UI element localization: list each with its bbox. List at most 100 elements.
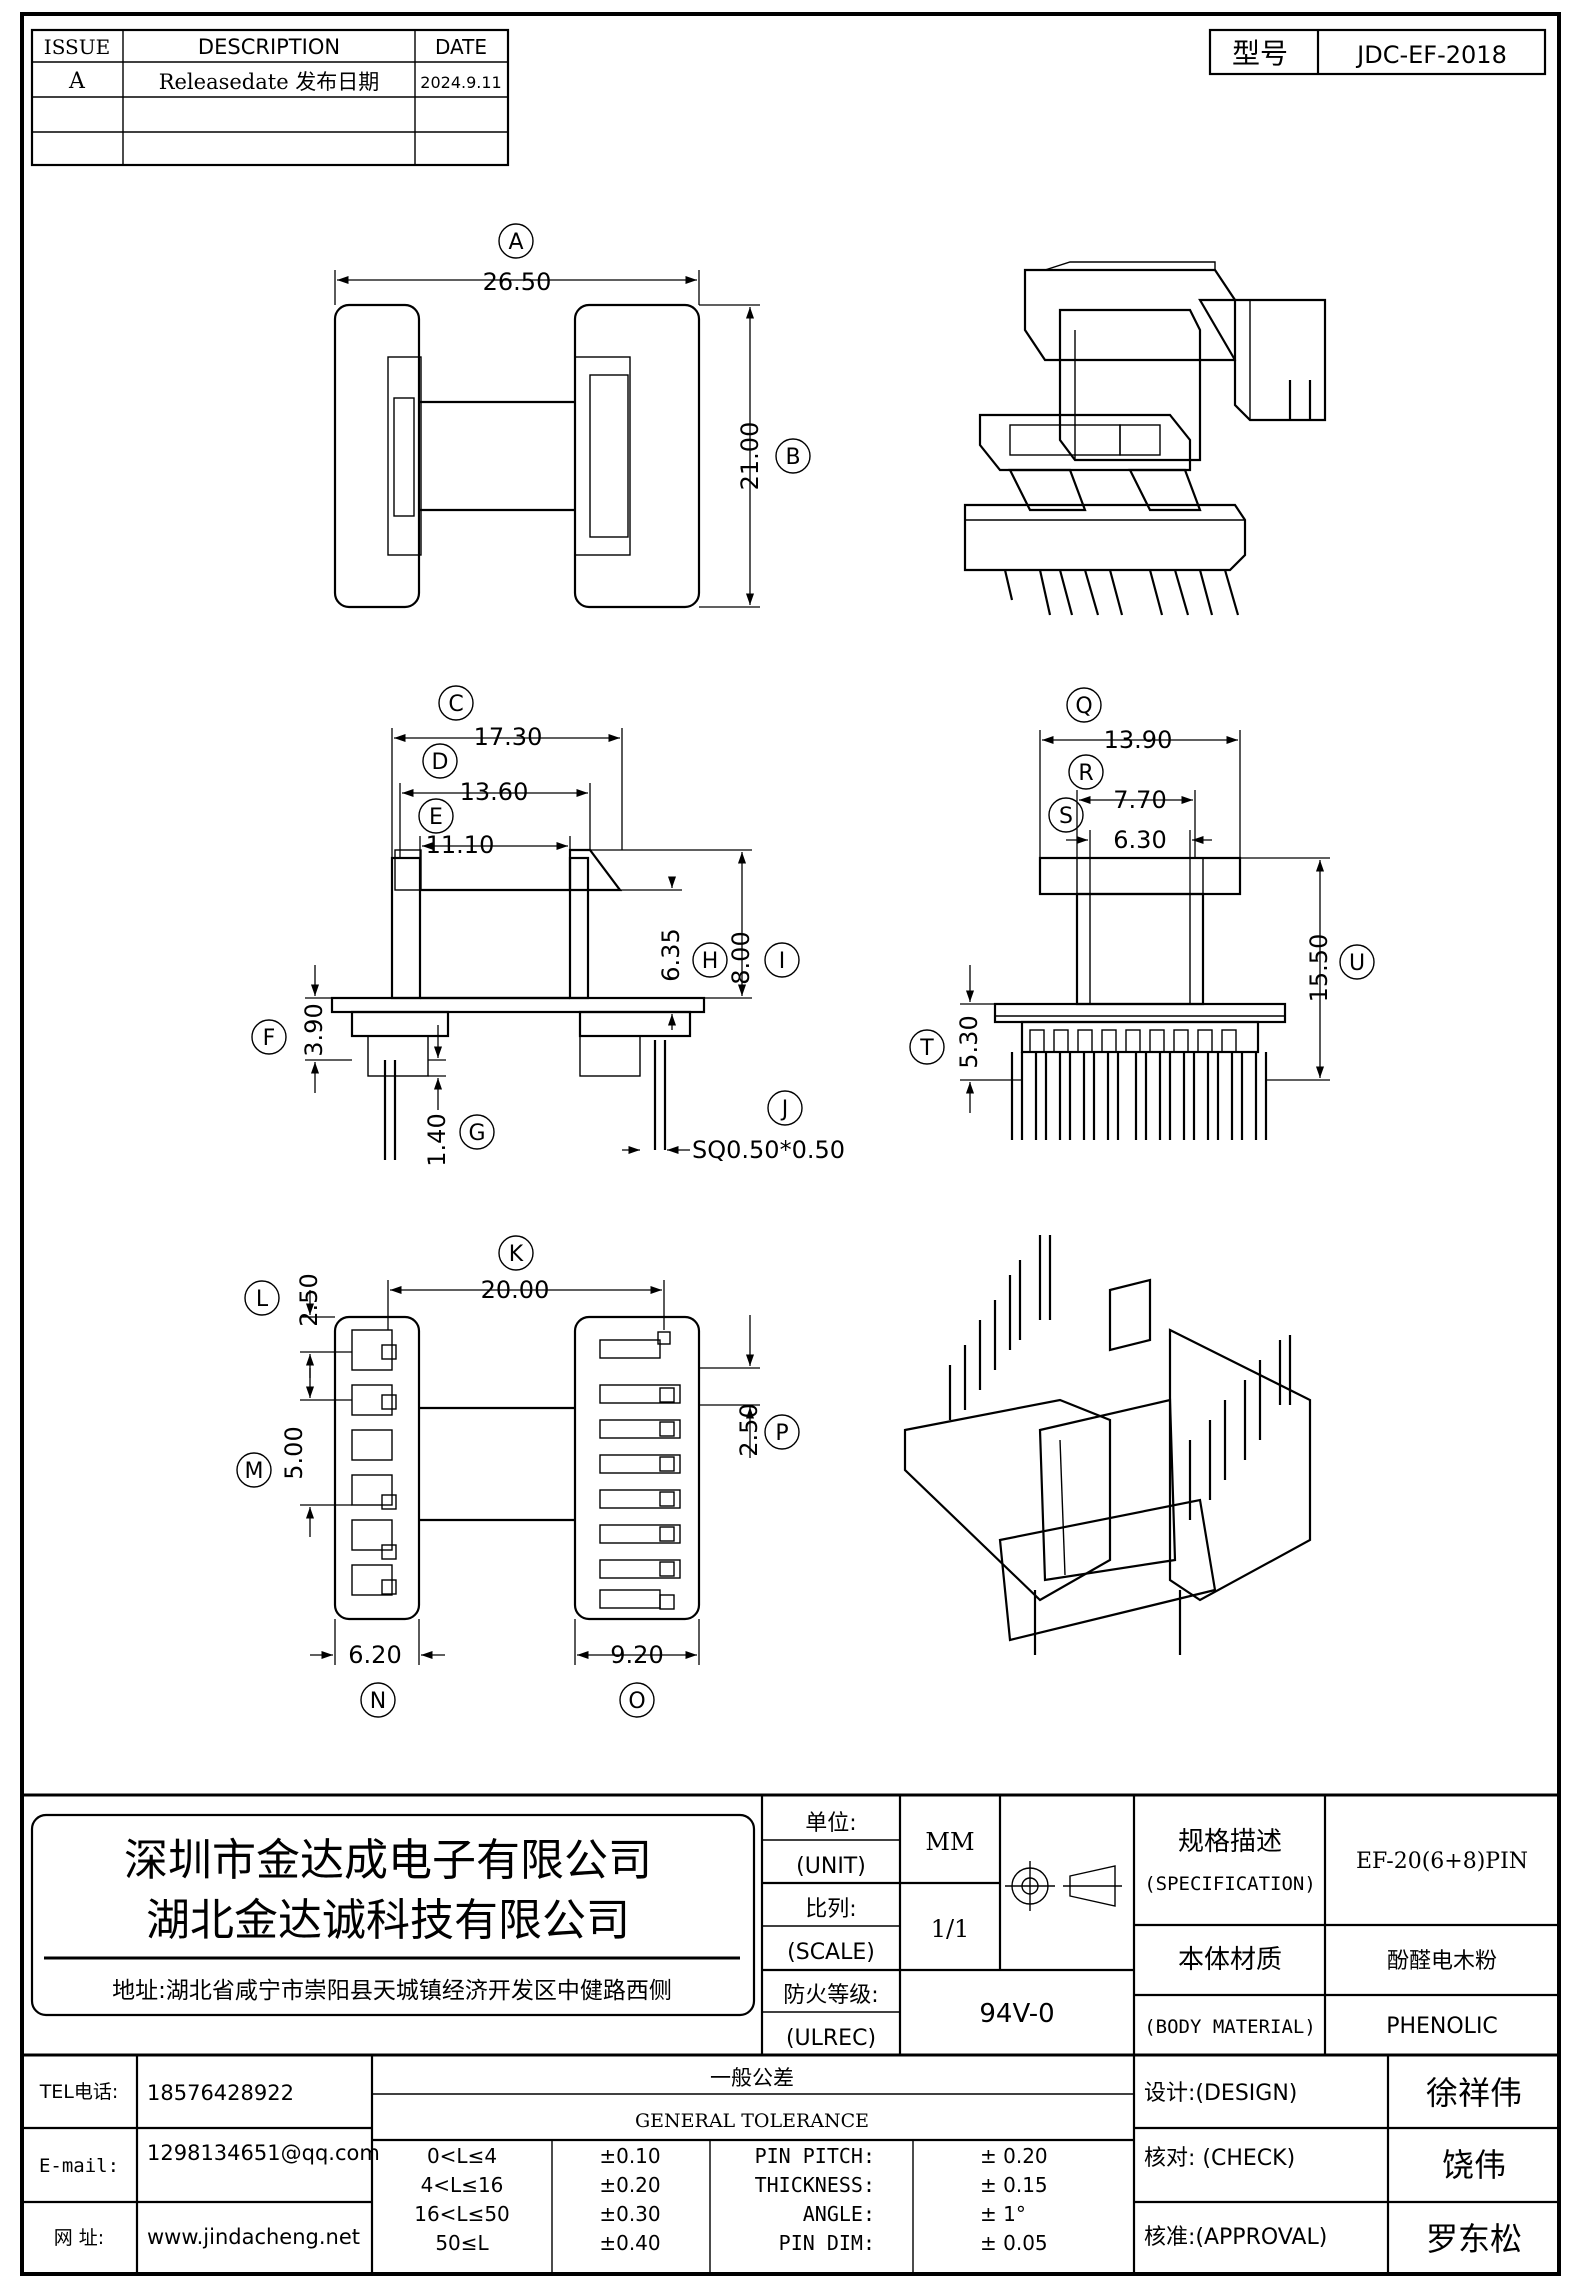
svg-text:H: H (702, 949, 719, 974)
tol-item-1: THICKNESS: (755, 2173, 875, 2197)
design-name: 徐祥伟 (1426, 2074, 1522, 2112)
svg-text:T: T (919, 1036, 934, 1061)
scale-en: (SCALE) (787, 1940, 875, 1965)
tolerance-title-en: GENERAL TOLERANCE (635, 2110, 869, 2132)
model-box: 型号 JDC-EF-2018 (1208, 28, 1547, 76)
dim-s-value: 6.30 (1113, 826, 1166, 854)
check-name: 饶伟 (1442, 2146, 1506, 2184)
title-block: 深圳市金达成电子有限公司 湖北金达诚科技有限公司 地址:湖北省咸宁市崇阳县天城镇… (22, 1793, 1559, 2274)
tol-range-0: 0<L≤4 (427, 2144, 497, 2168)
tol-item-0: PIN PITCH: (755, 2144, 875, 2168)
svg-text:E: E (429, 805, 443, 830)
tol-item-value-2: ± 1° (980, 2202, 1026, 2226)
dim-b-value: 21.00 (736, 422, 764, 491)
company-address: 地址:湖北省咸宁市崇阳县天城镇经济开发区中健路西侧 (112, 1978, 672, 2004)
tol-range-3: 50≤L (435, 2231, 489, 2255)
svg-text:L: L (256, 1287, 269, 1312)
svg-text:B: B (785, 445, 800, 470)
web-label: 网 址: (54, 2227, 104, 2249)
iso-view-bottom (903, 1235, 1312, 1655)
svg-text:A: A (508, 230, 523, 255)
svg-text:F: F (263, 1026, 276, 1051)
dim-e-value: 11.10 (426, 831, 495, 859)
tol-range-1: 4<L≤16 (421, 2173, 504, 2197)
iso-view-top (963, 261, 1327, 616)
revision-table: ISSUE DESCRIPTION DATE A Releasedate 发布日… (30, 28, 510, 167)
material-en: (BODY MATERIAL) (1144, 2016, 1316, 2038)
approval-label: 核准:(APPROVAL) (1144, 2225, 1327, 2250)
approval-name: 罗东松 (1426, 2220, 1522, 2258)
svg-text:Q: Q (1075, 694, 1092, 719)
spec-value: EF-20(6+8)PIN (1356, 1849, 1528, 1874)
scale-cn: 比列: (805, 1897, 856, 1922)
tol-value-1: ±0.20 (599, 2173, 660, 2197)
svg-text:O: O (628, 1689, 645, 1714)
tol-value-0: ±0.10 (599, 2144, 660, 2168)
dim-m-value: 5.00 (280, 1426, 308, 1479)
dim-r-value: 7.70 (1113, 786, 1166, 814)
ul-value: 94V-0 (979, 1999, 1054, 2029)
tol-item-value-1: ± 0.15 (980, 2173, 1048, 2197)
revision-issue: A (68, 69, 86, 94)
model-value: JDC-EF-2018 (1355, 41, 1507, 69)
tol-value-3: ±0.40 (599, 2231, 660, 2255)
drawing-frame (20, 12, 1561, 2276)
material-value-cn: 酚醛电木粉 (1387, 1949, 1497, 1974)
revision-header-date: DATE (435, 35, 487, 59)
dim-h-value: 6.35 (657, 928, 685, 981)
tol-item-value-0: ± 0.20 (980, 2144, 1048, 2168)
dim-k-value: 20.00 (481, 1276, 550, 1304)
tol-item-2: ANGLE: (803, 2202, 875, 2226)
ul-cn: 防火等级: (783, 1983, 878, 2008)
unit-value: MM (925, 1828, 974, 1856)
dim-c-value: 17.30 (474, 723, 543, 751)
dim-o-value: 9.20 (610, 1641, 663, 1669)
material-value-en: PHENOLIC (1386, 2014, 1498, 2039)
svg-text:C: C (448, 692, 463, 717)
material-cn: 本体材质 (1178, 1945, 1282, 1975)
company-name-2: 湖北金达诚科技有限公司 (146, 1895, 630, 1946)
svg-text:I: I (779, 949, 786, 974)
tol-range-2: 16<L≤50 (414, 2202, 510, 2226)
tol-value-2: ±0.30 (599, 2202, 660, 2226)
check-label: 核对: (CHECK) (1144, 2146, 1295, 2171)
svg-text:D: D (432, 750, 449, 775)
projection-symbol-icon (1005, 1861, 1122, 1911)
tel-label: TEL电话: (39, 2081, 119, 2103)
svg-text:P: P (775, 1421, 788, 1446)
spec-cn: 规格描述 (1178, 1827, 1282, 1857)
dim-u-value: 15.50 (1305, 934, 1333, 1003)
dim-j-value: SQ0.50*0.50 (692, 1136, 845, 1164)
svg-text:J: J (780, 1097, 789, 1122)
revision-header-description: DESCRIPTION (198, 35, 340, 59)
dim-i-value: 8.00 (727, 931, 755, 984)
web-value: www.jindacheng.net (147, 2225, 360, 2249)
svg-text:N: N (370, 1689, 386, 1714)
svg-text:M: M (245, 1459, 264, 1484)
side-view: 17.30 C 13.60 D 11.10 E 3.90 F 1.40 G (251, 685, 845, 1167)
dim-t-value: 5.30 (955, 1015, 983, 1068)
dim-l-value: 2.50 (295, 1273, 323, 1326)
tol-item-3: PIN DIM: (779, 2231, 875, 2255)
svg-text:R: R (1078, 761, 1093, 786)
svg-text:U: U (1349, 951, 1365, 976)
svg-text:S: S (1059, 804, 1073, 829)
email-value: 1298134651@qq.com (147, 2141, 380, 2165)
dim-a-value: 26.50 (483, 268, 552, 296)
company-box (30, 1813, 756, 2017)
design-label: 设计:(DESIGN) (1144, 2081, 1297, 2106)
revision-description: Releasedate 发布日期 (159, 70, 380, 94)
unit-en: (UNIT) (796, 1854, 866, 1879)
revision-header-issue: ISSUE (44, 35, 110, 59)
scale-value: 1/1 (931, 1915, 970, 1943)
email-label: E-mail: (39, 2155, 119, 2177)
dim-d-value: 13.60 (460, 778, 529, 806)
svg-text:G: G (468, 1121, 485, 1146)
front-view: 13.90 Q 7.70 R 6.30 S 5.30 T 15.50 U (909, 687, 1375, 1140)
unit-cn: 单位: (805, 1811, 856, 1836)
tolerance-title-cn: 一般公差 (710, 2066, 794, 2090)
revision-date: 2024.9.11 (420, 73, 501, 92)
dim-p-value: 2.50 (735, 1403, 763, 1456)
svg-text:K: K (509, 1242, 524, 1267)
